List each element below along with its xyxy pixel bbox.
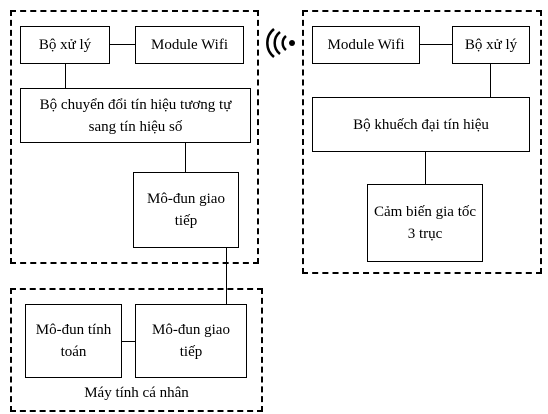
left-processor-wifi-connector <box>110 44 135 45</box>
sensor-box: Cảm biến gia tốc 3 trục <box>367 184 483 262</box>
right-processor-box: Bộ xử lý <box>452 26 530 64</box>
computer-comm-module-box: Mô-đun giao tiếp <box>135 304 247 378</box>
amplifier-box: Bộ khuếch đại tín hiệu <box>312 97 530 152</box>
compute-module-box: Mô-đun tính toán <box>25 304 122 378</box>
wifi-signal-icon <box>266 28 295 58</box>
amplifier-sensor-connector <box>425 152 426 184</box>
left-wifi-module-box: Module Wifi <box>135 26 244 64</box>
left-processor-adc-connector <box>65 64 66 88</box>
left-comm-computer-connector <box>226 248 227 304</box>
left-processor-box: Bộ xử lý <box>20 26 110 64</box>
adc-box: Bộ chuyển đổi tín hiệu tương tự sang tín… <box>20 88 251 143</box>
right-processor-amplifier-connector <box>490 64 491 97</box>
left-device-group <box>10 10 259 264</box>
computer-group <box>10 288 263 412</box>
computer-caption: Máy tính cá nhân <box>84 385 189 401</box>
right-device-group <box>302 10 542 274</box>
compute-comm-connector <box>122 341 135 342</box>
right-wifi-module-box: Module Wifi <box>312 26 420 64</box>
left-comm-module-box: Mô-đun giao tiếp <box>133 172 239 248</box>
adc-comm-connector <box>185 143 186 172</box>
right-wifi-processor-connector <box>420 44 452 45</box>
